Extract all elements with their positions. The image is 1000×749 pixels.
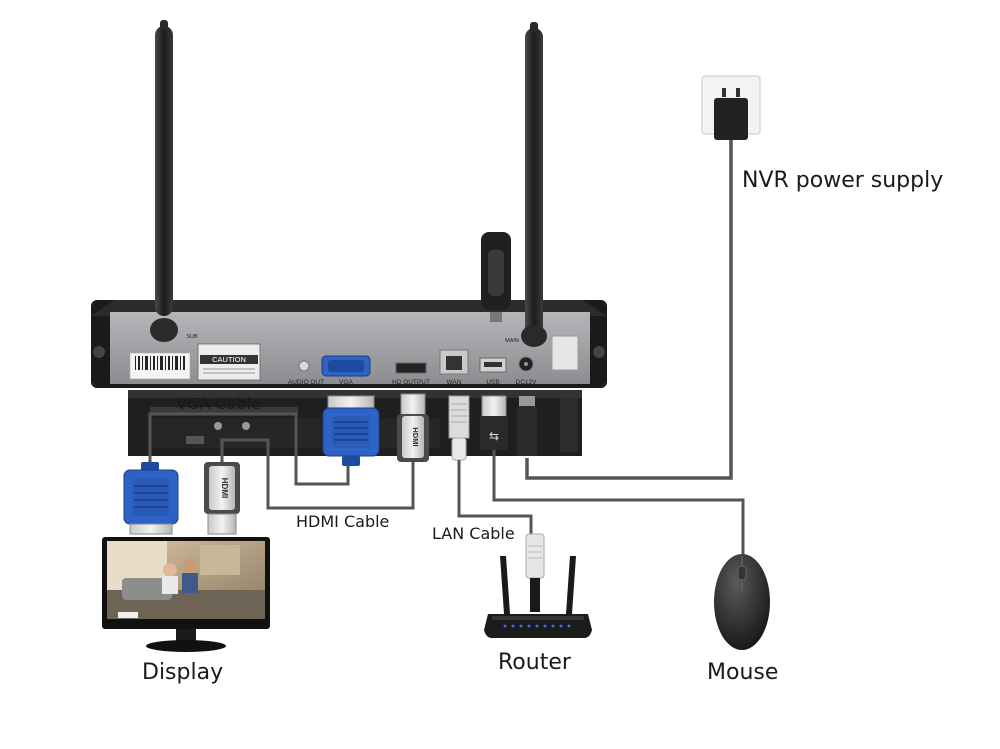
vga-cable-line — [148, 412, 350, 486]
vga-cable-label: VGA Cable — [176, 394, 261, 413]
hdmi-cable-line — [220, 438, 415, 510]
nvr-back-panel: CAUTION AUDIO OUT VGA HD OUTPUT WAN USB … — [91, 300, 607, 388]
wall-socket-icon — [701, 75, 761, 140]
hdmi-plug-display-text: HDMI — [220, 478, 229, 498]
port-label-vga: VGA — [339, 379, 353, 386]
hdmi-plug-display-icon: HDMI — [204, 462, 240, 535]
port-label-sub: SUB — [186, 334, 198, 340]
antenna-sub-icon — [150, 20, 178, 342]
power-plug-icon — [481, 232, 511, 322]
display-label: Display — [142, 660, 224, 685]
port-label-hd-output: HD OUTPUT — [392, 379, 430, 386]
port-label-dc12v: DC12V — [516, 379, 538, 386]
usb-plug-nvr-icon: ⇆ — [480, 395, 508, 450]
mouse-label: Mouse — [707, 660, 779, 685]
usb-cable-line — [492, 450, 745, 562]
lan-cable-line — [457, 460, 533, 534]
port-label-audio-out: AUDIO OUT — [288, 379, 324, 386]
router-label: Router — [498, 650, 571, 675]
vga-plug-nvr-icon — [322, 395, 380, 466]
lan-plug-nvr-icon — [448, 395, 470, 461]
vga-plug-display-icon — [123, 462, 179, 535]
port-label-usb: USB — [486, 379, 499, 386]
power-cable — [525, 140, 733, 480]
svg-text:⇆: ⇆ — [489, 429, 499, 443]
router-icon — [484, 533, 592, 638]
hdmi-cable-label: HDMI Cable — [296, 512, 390, 531]
hdmi-plug-nvr-text: HDMI — [411, 427, 420, 446]
dc-plug-nvr-icon — [517, 396, 537, 456]
mouse-icon — [714, 554, 770, 650]
port-label-main: MAIN — [505, 338, 519, 344]
antenna-main-icon — [521, 22, 547, 347]
hdmi-plug-nvr-icon: HDMI — [397, 393, 429, 462]
power-supply-label: NVR power supply — [742, 168, 944, 193]
monitor-icon — [102, 537, 270, 652]
port-label-wan: WAN — [447, 379, 462, 386]
lan-cable-label: LAN Cable — [432, 524, 515, 543]
caution-label: CAUTION — [212, 355, 246, 364]
